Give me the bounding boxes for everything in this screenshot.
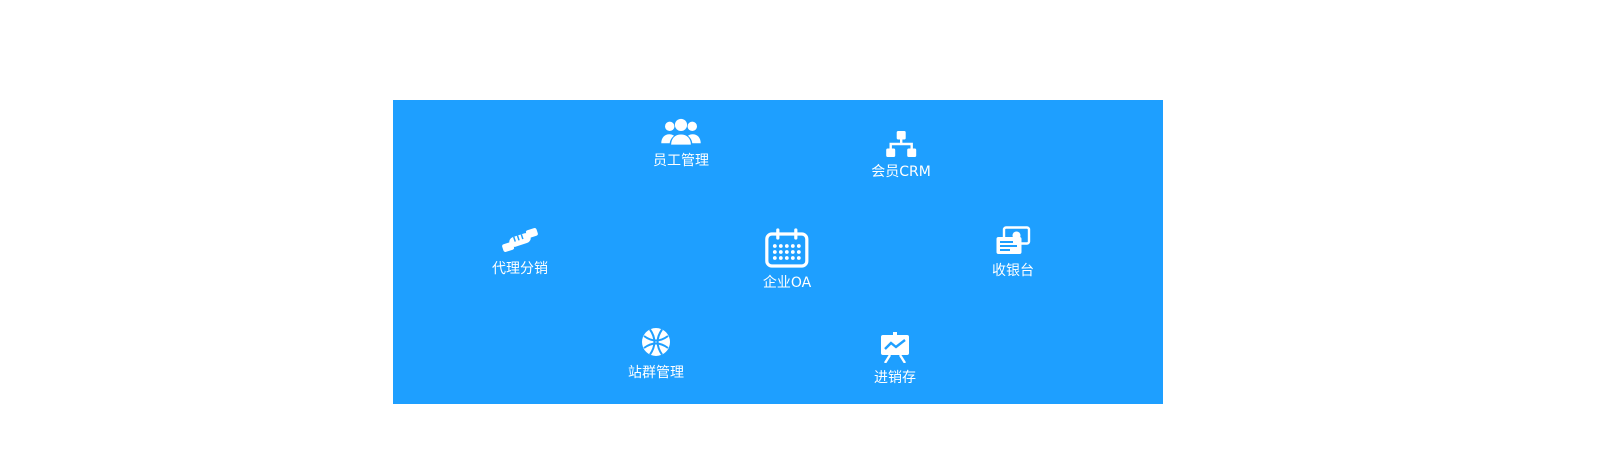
feature-label: 会员CRM: [871, 164, 931, 180]
feature-member-crm[interactable]: 会员CRM: [871, 130, 931, 179]
cash-notes-icon: [995, 226, 1031, 256]
feature-label: 员工管理: [653, 153, 709, 169]
globe-network-icon: [640, 326, 672, 358]
presentation-chart-icon: [878, 332, 912, 363]
feature-label: 站群管理: [628, 365, 684, 381]
feature-employee-management[interactable]: 员工管理: [653, 116, 709, 168]
feature-agent-distribution[interactable]: 代理分销: [492, 226, 548, 276]
handshake-icon: [500, 226, 540, 254]
org-chart-icon: [885, 130, 917, 157]
users-icon: [660, 116, 702, 146]
feature-panel: 员工管理 会员CRM: [393, 100, 1163, 404]
calendar-icon: [765, 228, 809, 268]
feature-inventory[interactable]: 进销存: [874, 332, 916, 385]
feature-enterprise-oa[interactable]: 企业OA: [763, 228, 811, 290]
feature-label: 代理分销: [492, 261, 548, 277]
feature-cashier[interactable]: 收银台: [992, 226, 1034, 278]
feature-site-group-management[interactable]: 站群管理: [628, 326, 684, 380]
feature-label: 收银台: [992, 263, 1034, 279]
feature-label: 企业OA: [762, 275, 812, 291]
feature-label: 进销存: [874, 370, 916, 386]
